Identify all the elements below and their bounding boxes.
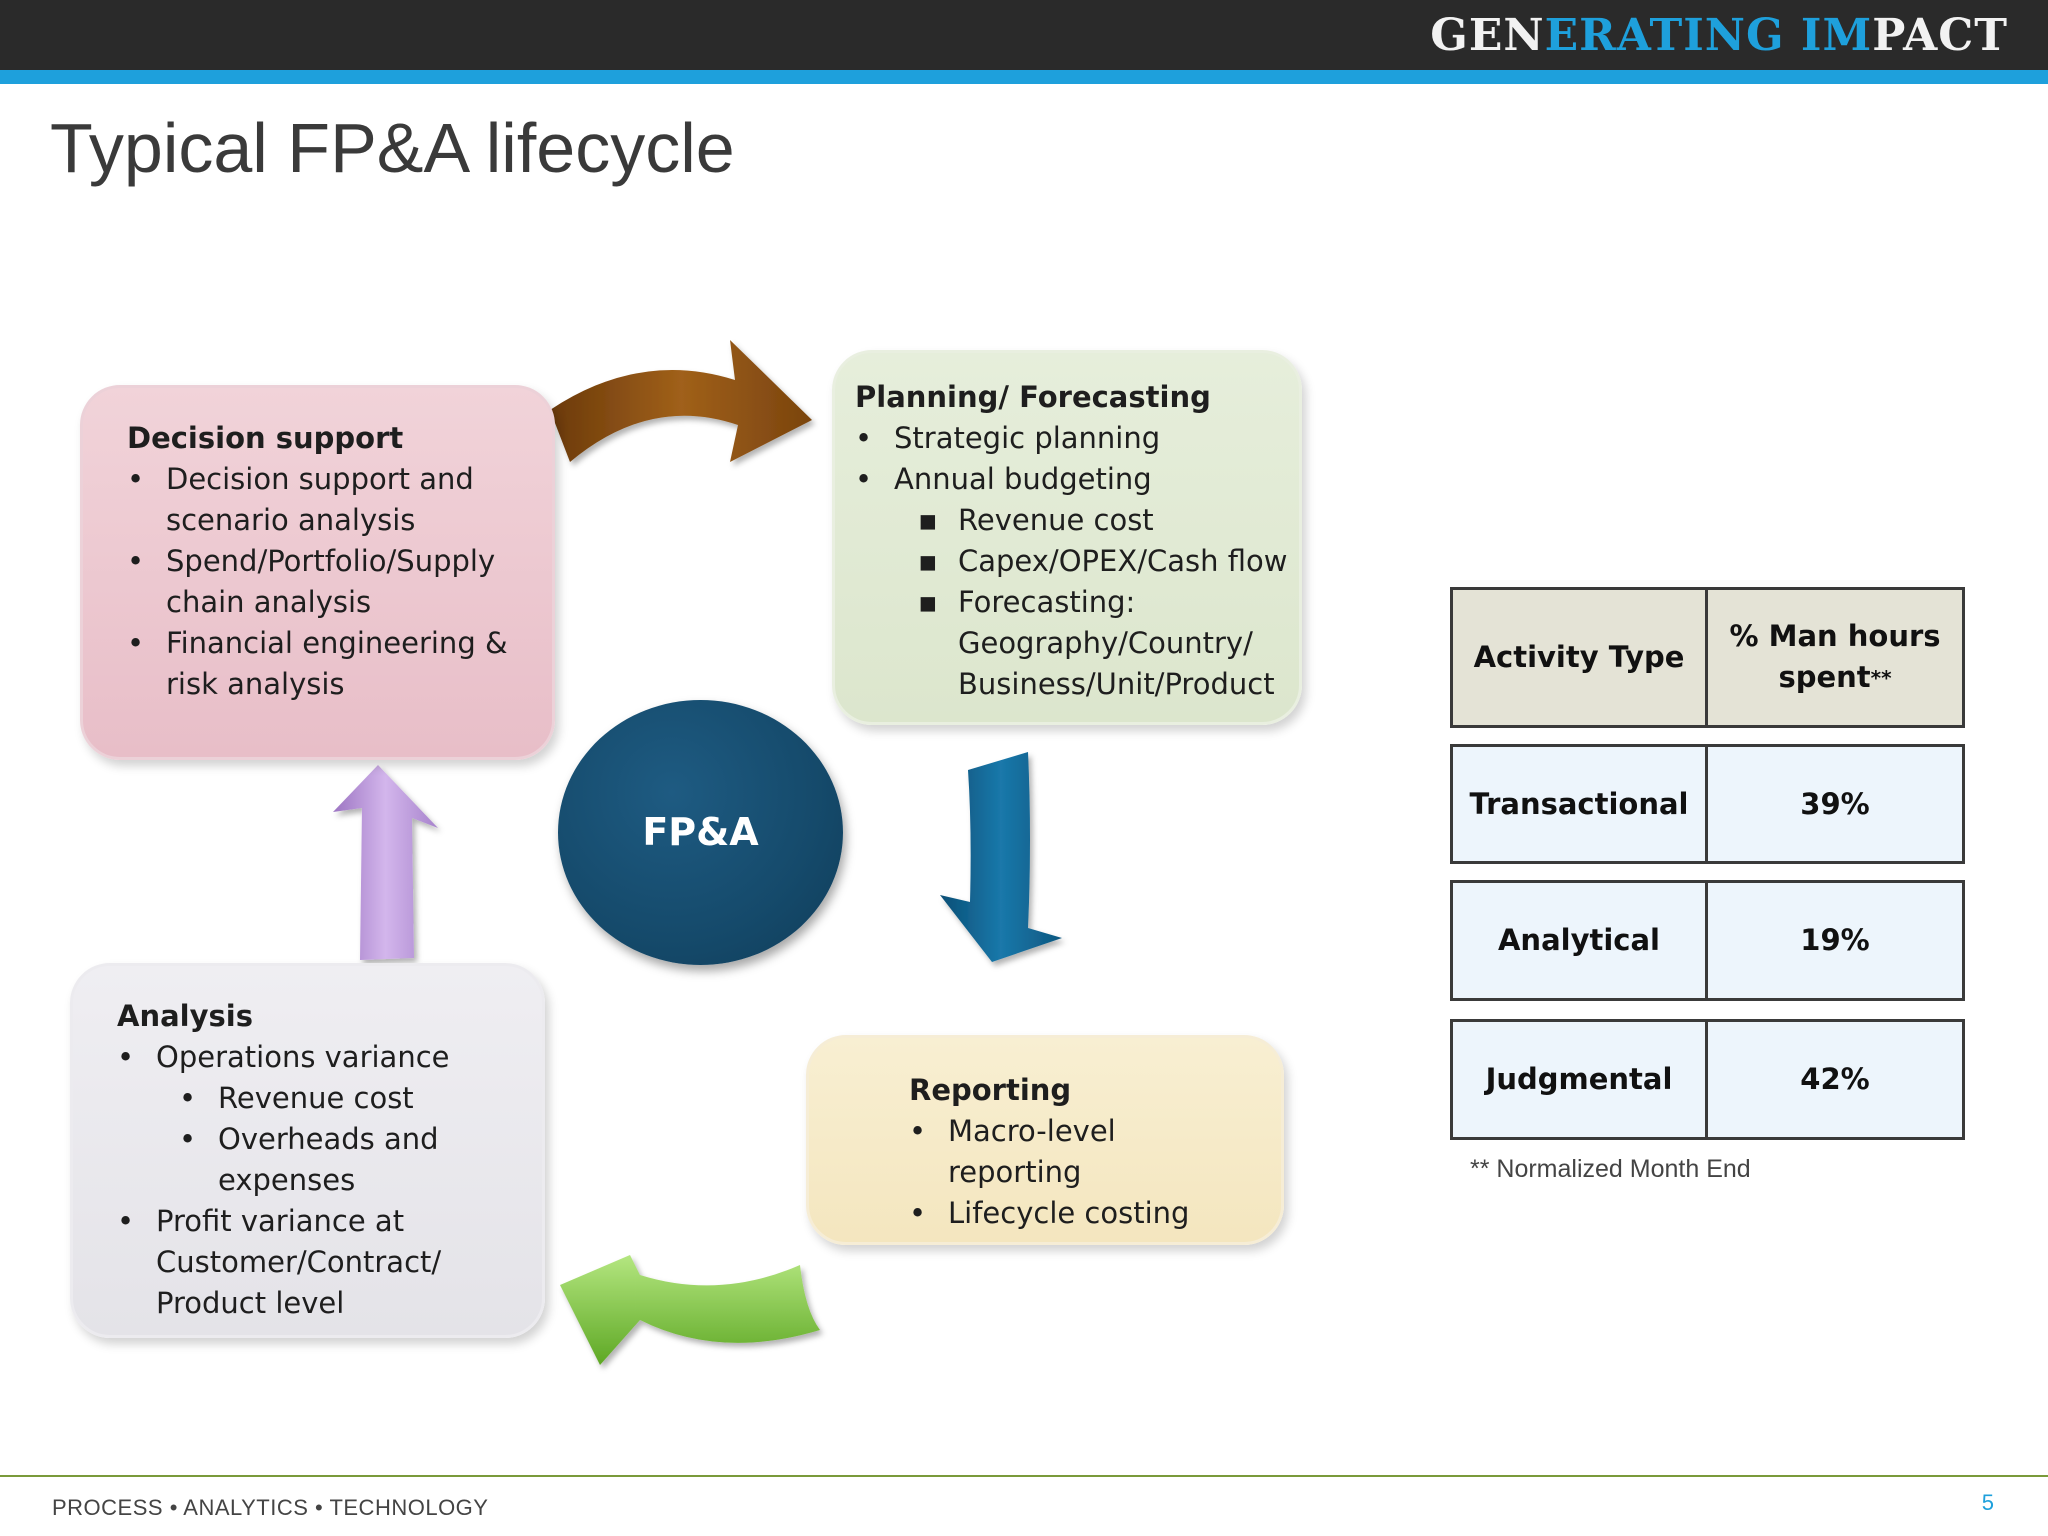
brand-logo: GENERATING IMPACT — [1430, 8, 2008, 64]
arrow-planning-to-reporting — [940, 752, 1062, 962]
decision-support-box: Decision support Decision support and sc… — [80, 385, 555, 760]
list-item: Forecasting: Geography/Country/ Business… — [918, 582, 1288, 705]
analysis-list: Operations variance — [117, 1037, 542, 1078]
cell-text: Analytical — [1497, 923, 1660, 957]
brand-text-part1: GEN — [1430, 10, 1545, 61]
list-item: Financial engineering & risk analysis — [127, 623, 526, 705]
cell-text: 39% — [1800, 786, 1870, 821]
reporting-heading: Reporting — [909, 1073, 1072, 1107]
cell-text: 19% — [1800, 923, 1870, 957]
list-item: Spend/Portfolio/Supply chain analysis — [127, 541, 506, 623]
analysis-heading: Analysis — [117, 999, 253, 1033]
analysis-list-2: Profit variance at Customer/Contract/ Pr… — [117, 1201, 542, 1324]
table-header-text: % Man hours spent** — [1725, 616, 1945, 699]
table-cell-type: Judgmental — [1450, 1019, 1708, 1140]
table-cell-share: 19% — [1705, 880, 1965, 1001]
table-cell-type: Transactional — [1450, 744, 1708, 864]
reporting-list: Macro-level reporting Lifecycle costing — [909, 1111, 1281, 1234]
table-header-text-main: % Man hours spent — [1729, 619, 1941, 694]
planning-forecasting-box: Planning/ Forecasting Strategic planning… — [832, 350, 1302, 725]
cell-text: 42% — [1800, 1062, 1870, 1096]
list-item: Lifecycle costing — [909, 1193, 1281, 1234]
list-item: Annual budgeting — [855, 459, 1299, 500]
table-header-asterisks: ** — [1870, 666, 1892, 690]
table-cell-type: Analytical — [1450, 880, 1708, 1001]
table-cell-share: 42% — [1705, 1019, 1965, 1140]
list-item: Revenue cost — [918, 500, 1299, 541]
footer-tagline: PROCESS • ANALYTICS • TECHNOLOGY — [52, 1495, 489, 1520]
list-item: Capex/OPEX/Cash flow — [918, 541, 1299, 582]
table-cell-share: 39% — [1705, 744, 1965, 864]
planning-forecasting-heading: Planning/ Forecasting — [855, 380, 1211, 414]
header-accent-stripe — [0, 70, 2048, 84]
page-title: Typical FP&A lifecycle — [50, 109, 735, 187]
arrow-reporting-to-analysis — [560, 1255, 820, 1365]
list-item: Profit variance at Customer/Contract/ Pr… — [117, 1201, 466, 1324]
list-item: Operations variance — [117, 1037, 542, 1078]
table-footnote: ** Normalized Month End — [1470, 1155, 1751, 1183]
table-header-activity-type: Activity Type — [1450, 587, 1708, 728]
list-item: Overheads and expenses — [179, 1119, 458, 1201]
planning-list: Strategic planning Annual budgeting — [855, 418, 1299, 500]
arrow-analysis-to-decision — [333, 765, 438, 960]
table-header-man-hours: % Man hours spent** — [1705, 587, 1965, 728]
decision-support-heading: Decision support — [127, 421, 404, 455]
list-item: Revenue cost — [179, 1078, 542, 1119]
table-header-text: Activity Type — [1473, 640, 1685, 674]
list-item: Decision support and scenario analysis — [127, 459, 506, 541]
footer-divider — [0, 1475, 2048, 1477]
fpa-hub-label: FP&A — [642, 810, 759, 854]
planning-sublist: Revenue cost Capex/OPEX/Cash flow Foreca… — [855, 500, 1299, 705]
arrow-decision-to-planning — [550, 340, 812, 462]
cell-text: Transactional — [1469, 786, 1689, 821]
fpa-hub-circle: FP&A — [558, 700, 843, 965]
list-item: Strategic planning — [855, 418, 1299, 459]
reporting-box: Reporting Macro-level reporting Lifecycl… — [806, 1035, 1284, 1245]
analysis-sublist: Revenue cost Overheads and expenses — [117, 1078, 542, 1201]
header-bar — [0, 0, 2048, 70]
list-item: Macro-level reporting — [909, 1111, 1148, 1193]
brand-text-part2: ERATING IM — [1544, 10, 1873, 61]
brand-text-part3: PACT — [1872, 10, 2008, 61]
cell-text: Judgmental — [1485, 1062, 1673, 1096]
page-number: 5 — [1981, 1490, 1994, 1515]
decision-support-list: Decision support and scenario analysis S… — [127, 459, 552, 705]
analysis-box: Analysis Operations variance Revenue cos… — [70, 963, 545, 1338]
